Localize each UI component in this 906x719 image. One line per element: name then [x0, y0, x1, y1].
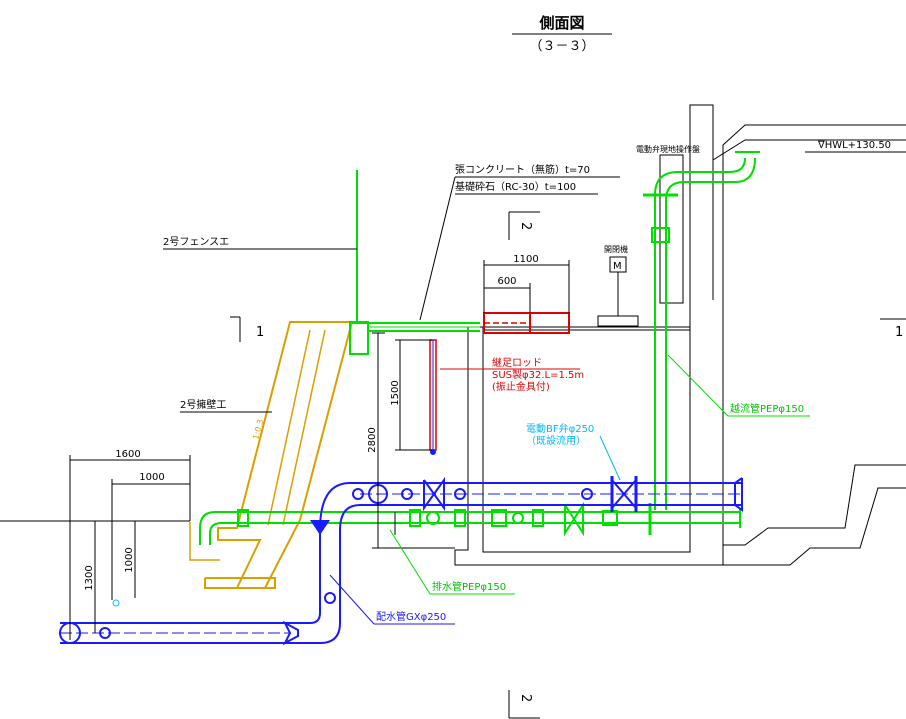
- bf-valve-label-2: （既設流用）: [526, 434, 586, 447]
- base-stone-label: 基礎砕石（RC-30）t=100: [455, 180, 576, 193]
- bf-valve-label-1: 電動BF弁φ250: [526, 422, 594, 435]
- svg-text:2: 2: [518, 694, 533, 702]
- rod-label-2: SUS製φ32.L=1.5m: [492, 368, 584, 381]
- fence-and-paving: [349, 170, 480, 355]
- new-concrete-block: [483, 312, 570, 334]
- distribution-pipe: [59, 476, 743, 646]
- section-mark-bottom-2: 2: [508, 690, 540, 719]
- rod-label-3: (振止金具付): [492, 380, 550, 393]
- dim-1100: 1100: [513, 254, 538, 265]
- svg-text:2: 2: [518, 222, 533, 230]
- section-mark-left-1: 1: [230, 316, 264, 342]
- overflow-pipe: [643, 151, 760, 510]
- drain-pipe: [199, 501, 741, 545]
- fence-label: 2号フェンスエ: [163, 236, 229, 248]
- annotations: ∇HWL+130.50 電動弁現地操作盤 張コンクリート（無筋）t=70 基礎砕…: [163, 140, 906, 625]
- reservoir-structure: [454, 104, 906, 566]
- paving-concrete-label: 張コンクリート（無筋）t=70: [455, 163, 590, 176]
- motor-symbol: M: [613, 261, 622, 272]
- dimension-lines: 1100 600 1500 2800 1600 1000 1300 1000: [69, 254, 570, 640]
- section-mark-top-2: 2: [508, 211, 540, 240]
- drain-pipe-label: 排水管PEPφ150: [432, 580, 506, 593]
- dim-1600: 1600: [115, 449, 140, 460]
- overflow-pipe-label: 越流管PEPφ150: [730, 402, 804, 415]
- extension-rod: [429, 339, 437, 455]
- rod-label-1: 継足ロッド: [492, 356, 542, 369]
- gate-operator-label: 開閉機: [604, 244, 628, 254]
- dim-600: 600: [497, 276, 516, 287]
- svg-text:1: 1: [895, 325, 903, 340]
- dim-1000-side: 1000: [124, 547, 135, 572]
- dim-2800: 2800: [367, 427, 378, 452]
- control-panel-label: 電動弁現地操作盤: [636, 144, 700, 154]
- retaining-wall-label: 2号擁壁工: [180, 398, 226, 411]
- hwl-label: ∇HWL+130.50: [817, 140, 891, 151]
- svg-text:1: 1: [256, 325, 264, 340]
- dim-1500: 1500: [390, 380, 401, 405]
- dim-1300: 1300: [84, 565, 95, 590]
- title-main: 側面図: [538, 14, 584, 32]
- title-sub: （３－３）: [529, 39, 594, 54]
- section-mark-right-1: 1: [880, 318, 906, 340]
- drawing-title: 側面図 （３－３）: [512, 14, 612, 54]
- retaining-wall: 1:0.3: [189, 321, 354, 589]
- distribution-pipe-label: 配水管GXφ250: [376, 610, 446, 623]
- dim-1000-top: 1000: [139, 472, 164, 483]
